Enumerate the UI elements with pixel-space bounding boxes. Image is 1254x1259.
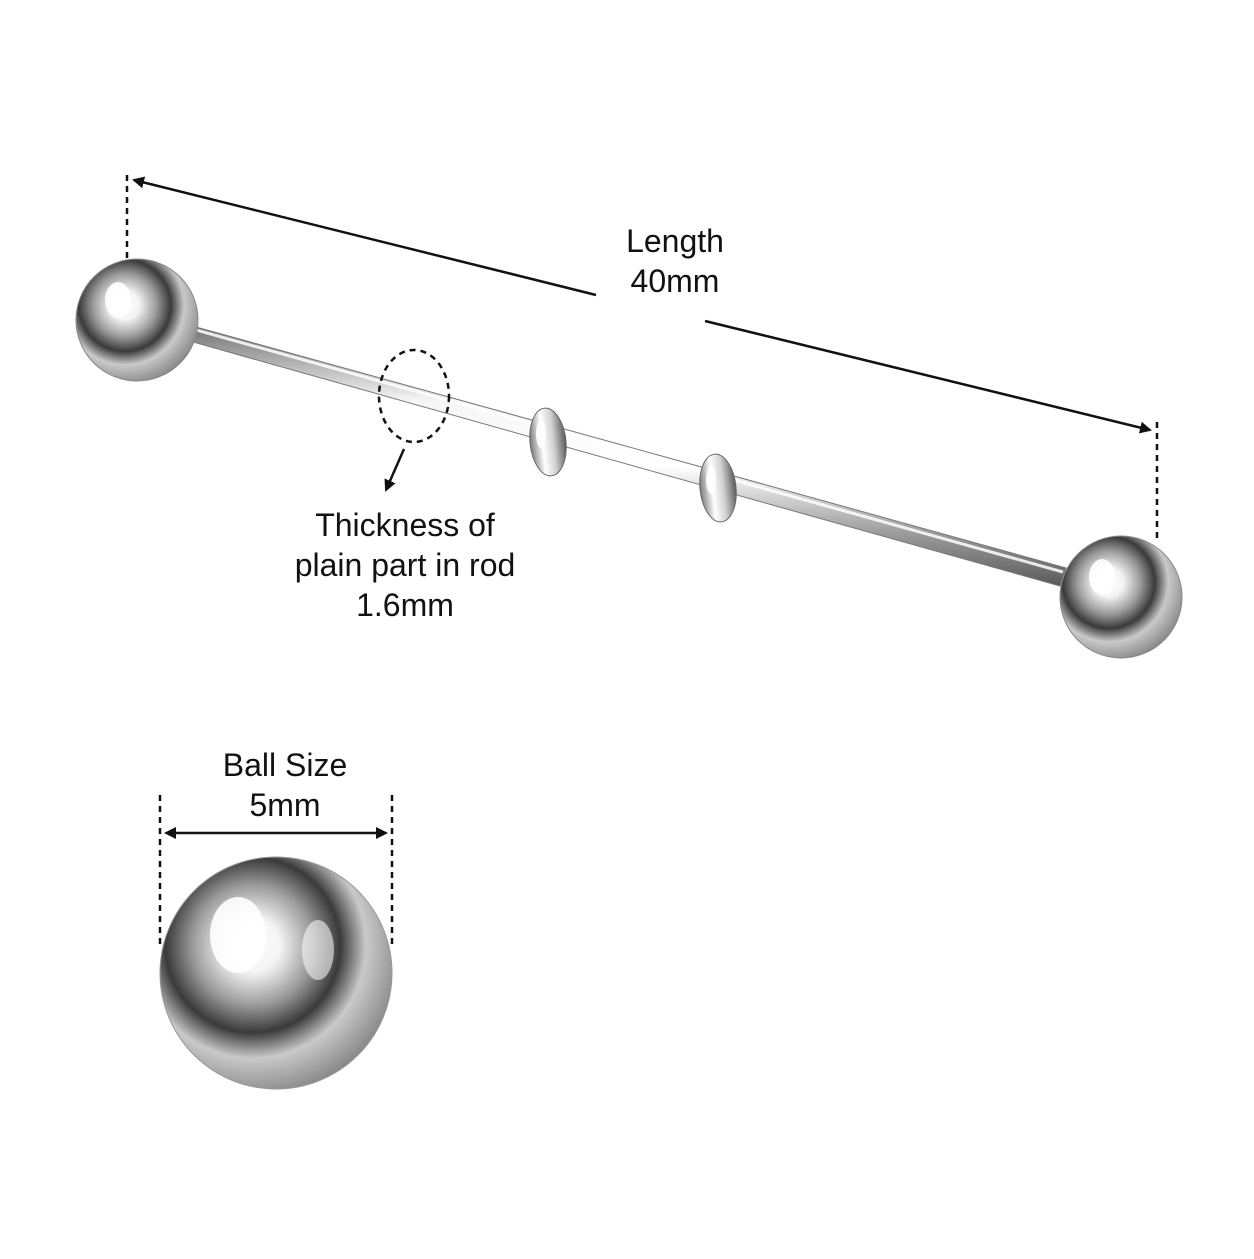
thickness-callout-circle bbox=[377, 348, 451, 444]
length-arrow-left bbox=[132, 176, 597, 297]
ball-closeup bbox=[159, 856, 393, 1090]
thickness-callout-arrow bbox=[384, 448, 406, 492]
length-arrow-right bbox=[704, 319, 1152, 434]
rod-bead-2 bbox=[699, 453, 737, 523]
length-value: 40mm bbox=[630, 263, 720, 299]
rod-bead-1 bbox=[529, 407, 567, 477]
thickness-value: 1.6mm bbox=[356, 587, 454, 623]
length-label: Length 40mm bbox=[575, 221, 775, 301]
barbell-ball-right bbox=[1059, 535, 1183, 659]
thickness-title-line1: Thickness of bbox=[315, 507, 495, 543]
barbell-ball-left bbox=[75, 258, 199, 382]
ball-size-label: Ball Size 5mm bbox=[175, 745, 395, 825]
thickness-label: Thickness of plain part in rod 1.6mm bbox=[255, 505, 555, 625]
ball-size-title: Ball Size bbox=[222, 747, 348, 783]
ball-size-value: 5mm bbox=[249, 787, 321, 823]
thickness-title-line2: plain part in rod bbox=[294, 547, 516, 583]
length-title: Length bbox=[626, 223, 724, 259]
